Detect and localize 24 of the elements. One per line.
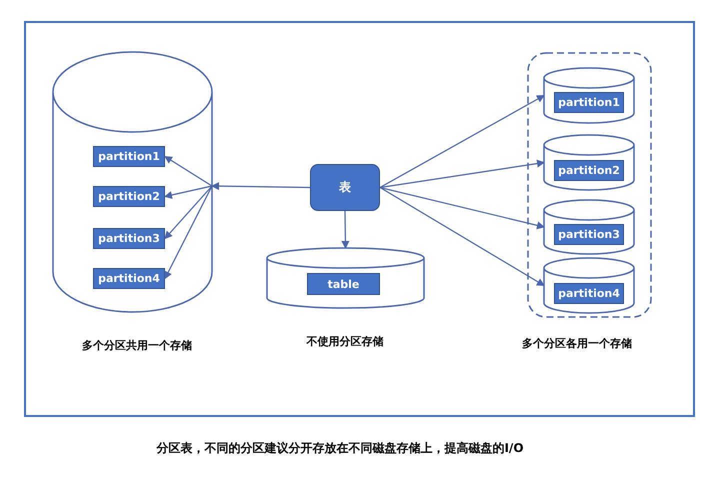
partition-box: partition1 — [93, 146, 165, 167]
partition-box: partition1 — [554, 92, 624, 113]
partition-box: partition4 — [554, 283, 624, 304]
arrow — [164, 156, 212, 186]
arrow — [380, 160, 545, 188]
arrow — [164, 185, 212, 199]
partition-box: partition2 — [554, 160, 624, 181]
arrow — [211, 182, 310, 190]
arrow — [341, 211, 350, 249]
arrow — [164, 186, 212, 240]
arrow — [380, 186, 545, 286]
table-node: 表 — [310, 164, 380, 211]
arrow — [380, 94, 545, 188]
partition-box: table — [307, 273, 380, 295]
arrow — [380, 186, 545, 230]
storage-caption: 多个分区各用一个存储 — [522, 336, 632, 351]
partition-box: partition3 — [554, 224, 624, 245]
storage-caption: 不使用分区存储 — [306, 334, 384, 349]
storage-caption: 多个分区共用一个存储 — [82, 338, 192, 353]
arrow — [164, 186, 213, 280]
partition-box: partition2 — [93, 186, 165, 207]
partition-box: partition3 — [93, 228, 165, 249]
caption: 分区表，不同的分区建议分开存放在不同磁盘存储上，提高磁盘的I/O — [156, 440, 524, 457]
partition-box: partition4 — [93, 268, 165, 289]
